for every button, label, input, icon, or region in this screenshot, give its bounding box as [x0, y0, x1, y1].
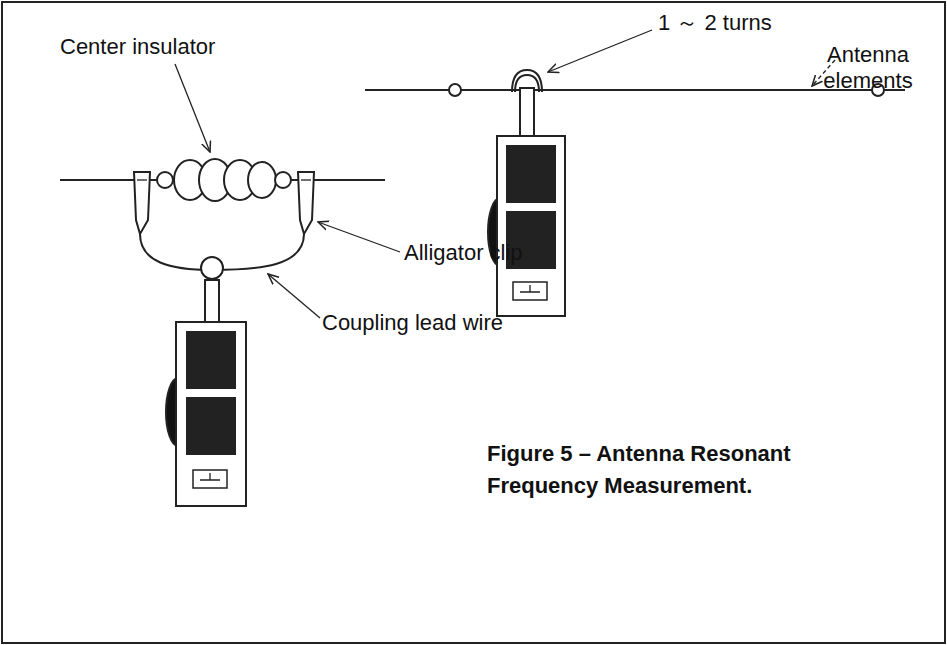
clip-label: Alligator clip — [404, 240, 523, 266]
turns-label: 1 ～ 2 turns — [658, 10, 772, 36]
loop-coupled-meter — [365, 70, 905, 316]
lead-wire-label: Coupling lead wire — [322, 310, 503, 336]
figure-caption: Figure 5 – Antenna Resonant Frequency Me… — [487, 438, 807, 502]
insulator-label: Center insulator — [60, 34, 215, 60]
leader-lines — [175, 30, 835, 318]
antenna-label: Antenna elements — [818, 42, 918, 95]
